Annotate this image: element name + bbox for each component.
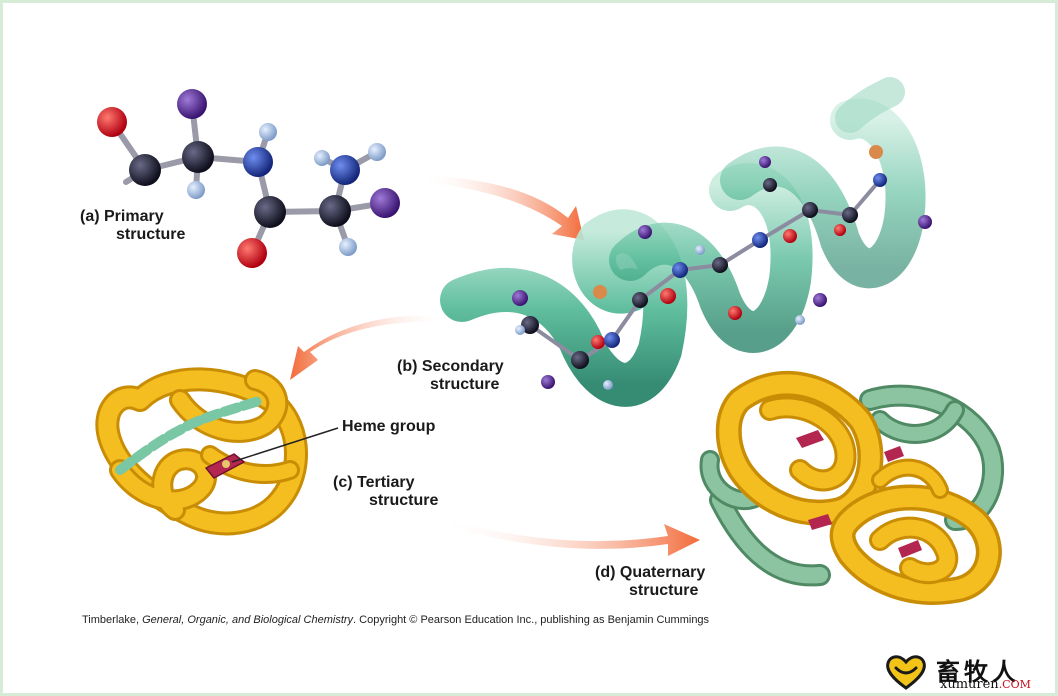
- heme-group-pointer: [231, 427, 339, 463]
- heme-group-quaternary: [796, 430, 922, 558]
- label-secondary-line1: (b) Secondary: [397, 358, 504, 375]
- watermark-logo: 畜牧人 xumuren.COM: [882, 652, 1042, 692]
- primary-structure-model: [97, 89, 400, 268]
- caption-book-title: General, Organic, and Biological Chemist…: [142, 614, 354, 626]
- arrow-tertiary-to-quaternary: [440, 518, 700, 556]
- caption-author: Timberlake,: [82, 614, 143, 626]
- label-secondary-line2: structure: [430, 376, 500, 393]
- copyright-caption: Timberlake, General, Organic, and Biolog…: [82, 614, 709, 626]
- label-tertiary-line1: (c) Tertiary: [333, 474, 415, 491]
- label-primary-line1: (a) Primary: [80, 208, 164, 225]
- label-tertiary-line2: structure: [369, 492, 439, 509]
- watermark-domain-tld: .COM: [998, 678, 1031, 691]
- quaternary-structure-model: [699, 370, 1005, 605]
- label-primary-line2: structure: [116, 226, 186, 243]
- label-quaternary-line1: (d) Quaternary: [595, 564, 706, 581]
- heart-logo-icon: [886, 655, 926, 690]
- label-quaternary-structure: (d) Quaternary structure: [595, 564, 705, 600]
- tertiary-structure-model: [95, 367, 308, 536]
- label-tertiary-structure: (c) Tertiary structure: [333, 474, 438, 510]
- heme-group-tertiary: [205, 453, 245, 479]
- label-primary-structure: (a) Primary structure: [80, 208, 185, 244]
- watermark-domain-name: xumuren: [940, 677, 999, 692]
- label-heme-group: Heme group: [342, 418, 436, 435]
- watermark-domain: xumuren.COM: [940, 677, 1031, 692]
- caption-copyright: . Copyright © Pearson Education Inc., pu…: [353, 614, 710, 626]
- label-secondary-structure: (b) Secondary structure: [397, 358, 504, 394]
- watermark-chinese: 畜牧人: [936, 657, 1020, 686]
- secondary-structure-helix: [440, 77, 932, 407]
- arrow-primary-to-secondary: [420, 176, 584, 240]
- label-quaternary-line2: structure: [629, 582, 699, 599]
